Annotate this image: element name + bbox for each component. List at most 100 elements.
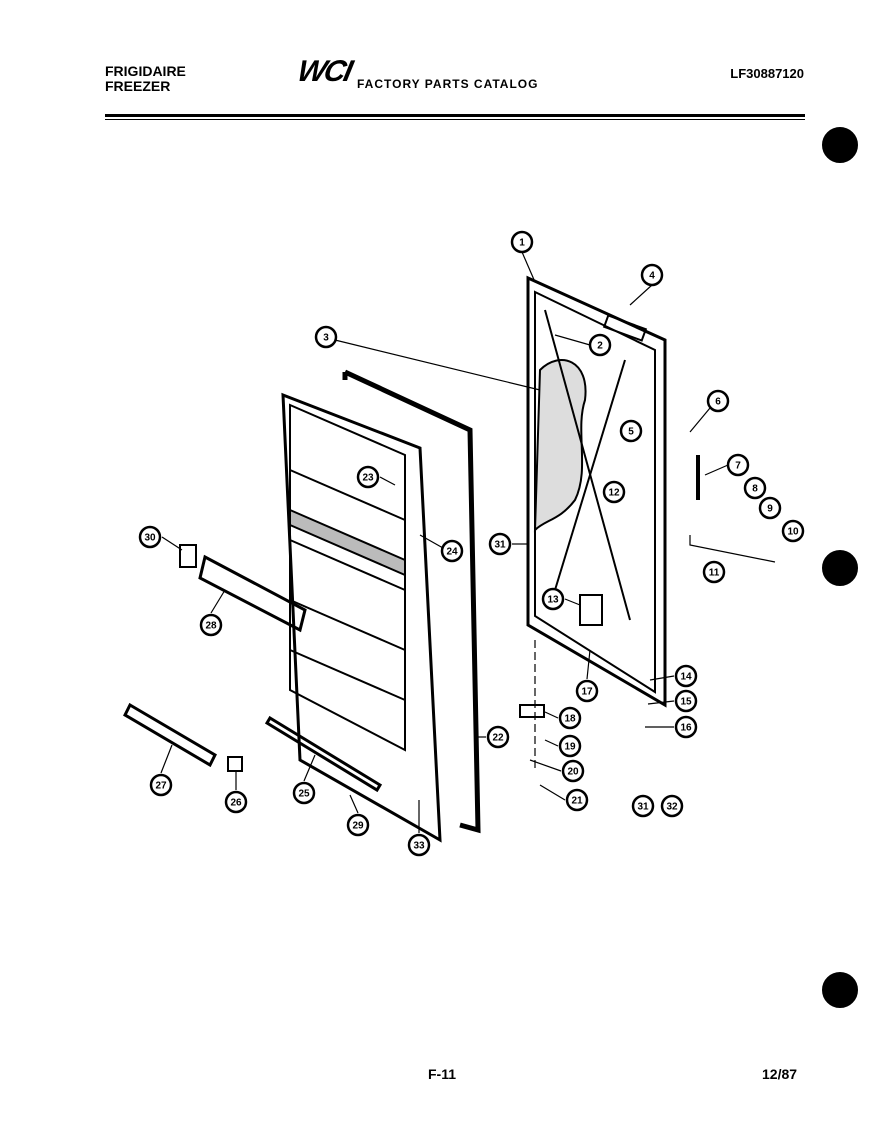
part-callout: 2 — [588, 333, 612, 357]
callout-circle — [488, 532, 512, 556]
outer-door-panel — [526, 275, 667, 708]
part-callout: 23 — [356, 465, 380, 489]
part-callout: 32 — [660, 794, 684, 818]
part-callout: 4 — [640, 263, 664, 287]
callout-number: 9 — [767, 504, 773, 515]
part-callout: 7 — [726, 453, 750, 477]
callout-circle — [640, 263, 664, 287]
part-callout: 18 — [558, 706, 582, 730]
callout-number: 30 — [144, 533, 156, 544]
callout-circle — [575, 679, 599, 703]
callout-number: 22 — [492, 733, 504, 744]
callout-circle — [346, 813, 370, 837]
part-callout: 9 — [758, 496, 782, 520]
part-callout: 10 — [781, 519, 805, 543]
binder-hole — [822, 127, 858, 163]
callout-number: 27 — [155, 781, 167, 792]
part-callout: 1 — [510, 230, 534, 254]
part-callout: 30 — [138, 525, 162, 549]
part-callout: 33 — [407, 833, 431, 857]
brand-block: FRIGIDAIRE FREEZER — [105, 64, 186, 94]
callout-number: 32 — [666, 802, 678, 813]
callout-circle — [565, 788, 589, 812]
callout-circle — [440, 539, 464, 563]
callout-number: 3 — [323, 333, 329, 344]
callout-circle — [726, 453, 750, 477]
header-rule-thin — [105, 119, 805, 120]
callout-circle — [758, 496, 782, 520]
callout-number: 17 — [581, 687, 593, 698]
binder-hole — [822, 550, 858, 586]
callout-number: 11 — [709, 568, 720, 579]
lower-hinge — [519, 704, 545, 718]
callout-number: 18 — [564, 714, 576, 725]
callout-number: 6 — [715, 397, 721, 408]
part-callout: 28 — [199, 613, 223, 637]
callout-circle — [702, 560, 726, 584]
part-callout: 6 — [706, 389, 730, 413]
part-callout: 27 — [149, 773, 173, 797]
callout-circle — [149, 773, 173, 797]
trim-end-cap — [227, 756, 243, 772]
part-callout: 31 — [631, 794, 655, 818]
catalog-title: FACTORY PARTS CATALOG — [357, 77, 539, 91]
callout-circle — [292, 781, 316, 805]
callout-number: 31 — [494, 540, 506, 551]
model-number: LF30887120 — [730, 66, 804, 81]
callout-number: 19 — [564, 742, 576, 753]
kick-plate-trim — [123, 702, 217, 768]
callout-circle — [561, 759, 585, 783]
callout-circle — [224, 790, 248, 814]
callout-number: 2 — [597, 341, 603, 352]
callout-number: 12 — [608, 488, 620, 499]
callout-number: 33 — [413, 841, 425, 852]
part-callout: 24 — [440, 539, 464, 563]
callout-number: 21 — [571, 796, 583, 807]
part-callout: 13 — [541, 587, 565, 611]
callout-number: 13 — [547, 595, 559, 606]
part-callout: 31 — [488, 532, 512, 556]
callout-circle — [674, 664, 698, 688]
callout-circle — [356, 465, 380, 489]
part-callout: 22 — [486, 725, 510, 749]
binder-hole — [822, 972, 858, 1008]
part-callout: 20 — [561, 759, 585, 783]
part-callout: 25 — [292, 781, 316, 805]
callout-circle — [407, 833, 431, 857]
part-callout: 19 — [558, 734, 582, 758]
catalog-date: 12/87 — [762, 1066, 798, 1082]
door-handle — [198, 554, 307, 633]
handle-end-cap — [179, 544, 197, 568]
callout-number: 26 — [230, 798, 242, 809]
callout-circle — [743, 476, 767, 500]
callout-number: 4 — [649, 271, 655, 282]
callout-number: 10 — [787, 527, 799, 538]
callout-circle — [706, 389, 730, 413]
part-callout: 21 — [565, 788, 589, 812]
callout-number: 28 — [205, 621, 217, 632]
part-callout: 5 — [619, 419, 643, 443]
part-callout: 15 — [674, 689, 698, 713]
callout-number: 8 — [752, 484, 758, 495]
callout-circle — [314, 325, 338, 349]
callout-circle — [510, 230, 534, 254]
door-gasket — [342, 369, 481, 834]
callout-number: 24 — [446, 547, 458, 558]
callout-number: 16 — [680, 723, 692, 734]
callout-circle — [558, 734, 582, 758]
latch-block — [579, 594, 603, 626]
callout-circle — [619, 419, 643, 443]
callout-number: 23 — [362, 473, 374, 484]
callout-number: 20 — [567, 767, 579, 778]
page-number: F-11 — [428, 1066, 457, 1082]
callout-number: 31 — [637, 802, 649, 813]
callout-number: 29 — [352, 821, 364, 832]
part-callout: 14 — [674, 664, 698, 688]
callout-circle — [674, 689, 698, 713]
part-callout: 12 — [602, 480, 626, 504]
leader-lines — [160, 251, 776, 833]
callout-circle — [558, 706, 582, 730]
callout-circle — [199, 613, 223, 637]
